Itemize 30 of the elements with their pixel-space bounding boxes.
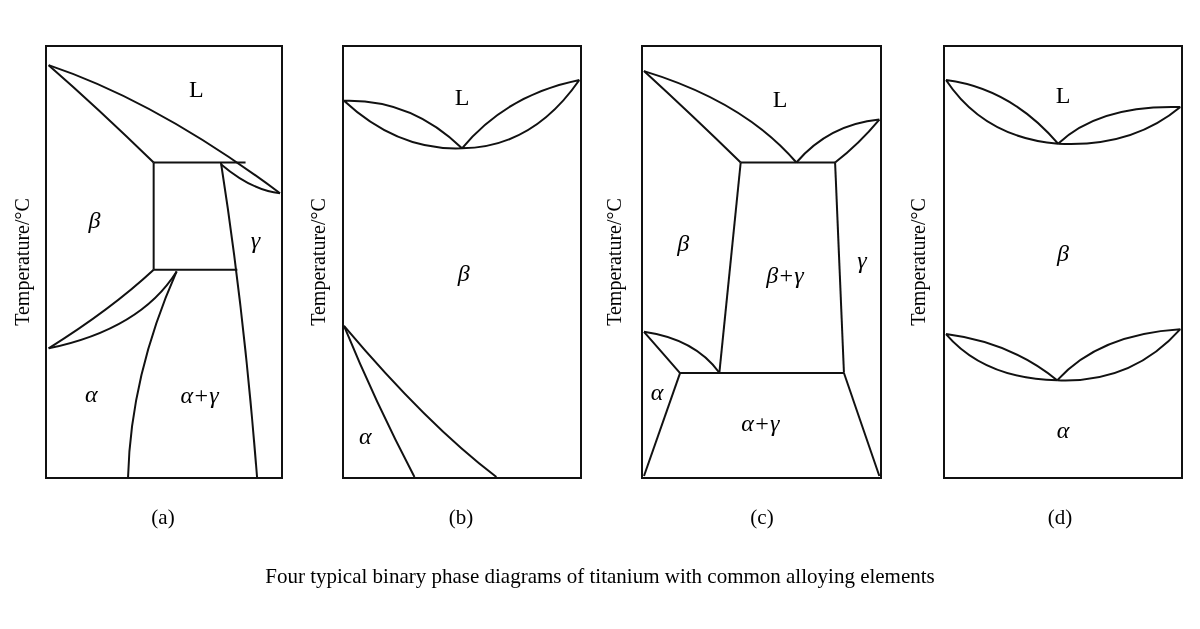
phase-label: β: [88, 208, 101, 233]
phase-label: α+γ: [741, 411, 780, 436]
phase-label: L: [1055, 82, 1071, 107]
panel-label: (a): [151, 506, 175, 530]
phase-label: γ: [250, 228, 261, 253]
phase-diagram-panel: [342, 45, 582, 479]
phase-label: L: [772, 86, 788, 111]
phase-label: L: [189, 76, 204, 101]
axis-title: Temperature/°C: [908, 198, 928, 326]
phase-diagram-panel: [45, 45, 283, 479]
phase-label: β+γ: [766, 262, 804, 287]
phase-label: α+γ: [180, 383, 219, 408]
axis-title: Temperature/°C: [308, 198, 328, 326]
panel-label: (b): [448, 506, 474, 530]
panel-label: (c): [750, 506, 774, 530]
phase-diagram-panel: [641, 45, 882, 479]
phase-label: α: [359, 424, 372, 449]
phase-label: β: [457, 261, 470, 286]
phase-diagram-panel: [943, 45, 1183, 479]
phase-label: γ: [857, 247, 867, 272]
phase-label: α: [85, 381, 98, 406]
phase-label: α: [650, 379, 664, 404]
phase-label: β: [1057, 241, 1069, 266]
phase-label: L: [454, 84, 470, 109]
axis-title: Temperature/°C: [12, 198, 32, 326]
figure-caption: Four typical binary phase diagrams of titanium with common alloying elements: [265, 565, 935, 589]
phase-label: α: [1056, 417, 1070, 442]
panel-label: (d): [1047, 506, 1073, 530]
axis-title: Temperature/°C: [604, 198, 624, 326]
phase-label: β: [677, 231, 690, 256]
